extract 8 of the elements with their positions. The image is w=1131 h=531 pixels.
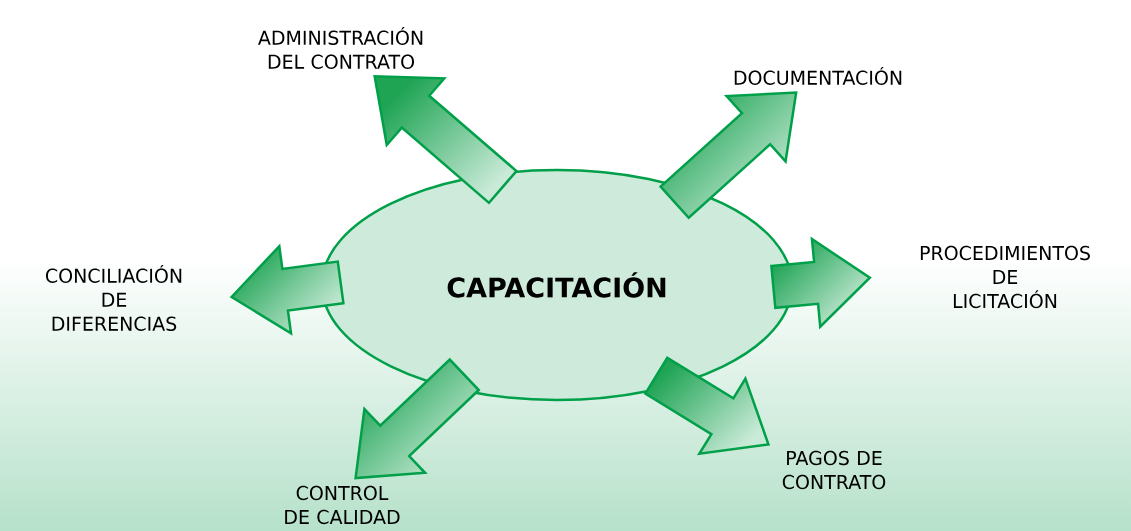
topic-label: CONTROL DE CALIDAD <box>285 485 400 525</box>
block-arrow <box>229 243 345 336</box>
topic-label: PROCEDIMIENTOS DE LICITACIÓN <box>920 245 1090 309</box>
topic-label: ADMINISTRACIÓN DEL CONTRATO <box>258 27 423 69</box>
topic-label: DOCUMENTACIÓN <box>734 67 902 85</box>
topic-label: CONCILIACIÓN DE DIFERENCIAS <box>46 265 182 331</box>
block-arrow <box>770 236 872 330</box>
topic-label: PAGOS DE CONTRATO <box>782 450 886 490</box>
